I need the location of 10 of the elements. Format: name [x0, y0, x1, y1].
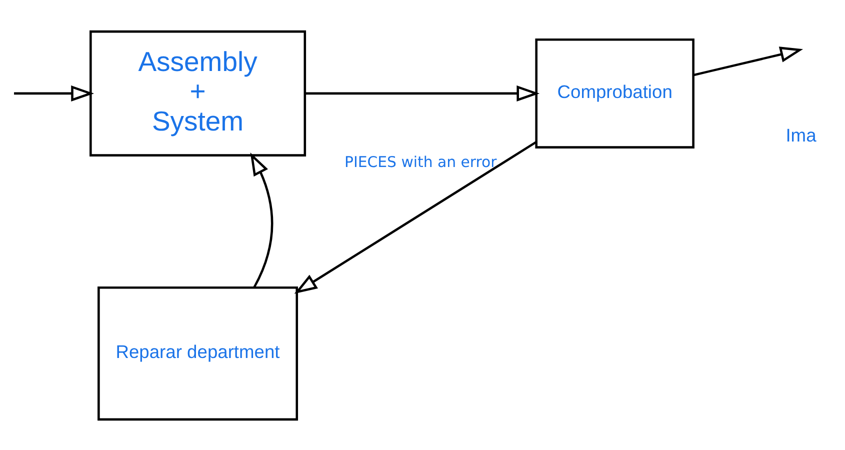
edge-label: PIECES with an error	[344, 152, 497, 171]
label: Ima	[786, 124, 816, 145]
node-box: Reparar department	[98, 286, 298, 420]
node-box: Comprobation	[535, 38, 694, 148]
arrow	[294, 140, 537, 294]
arrow	[250, 152, 274, 288]
arrow	[305, 84, 540, 101]
arrow	[14, 84, 94, 101]
node-box: Assembly + System	[90, 30, 306, 156]
arrow	[693, 46, 804, 76]
